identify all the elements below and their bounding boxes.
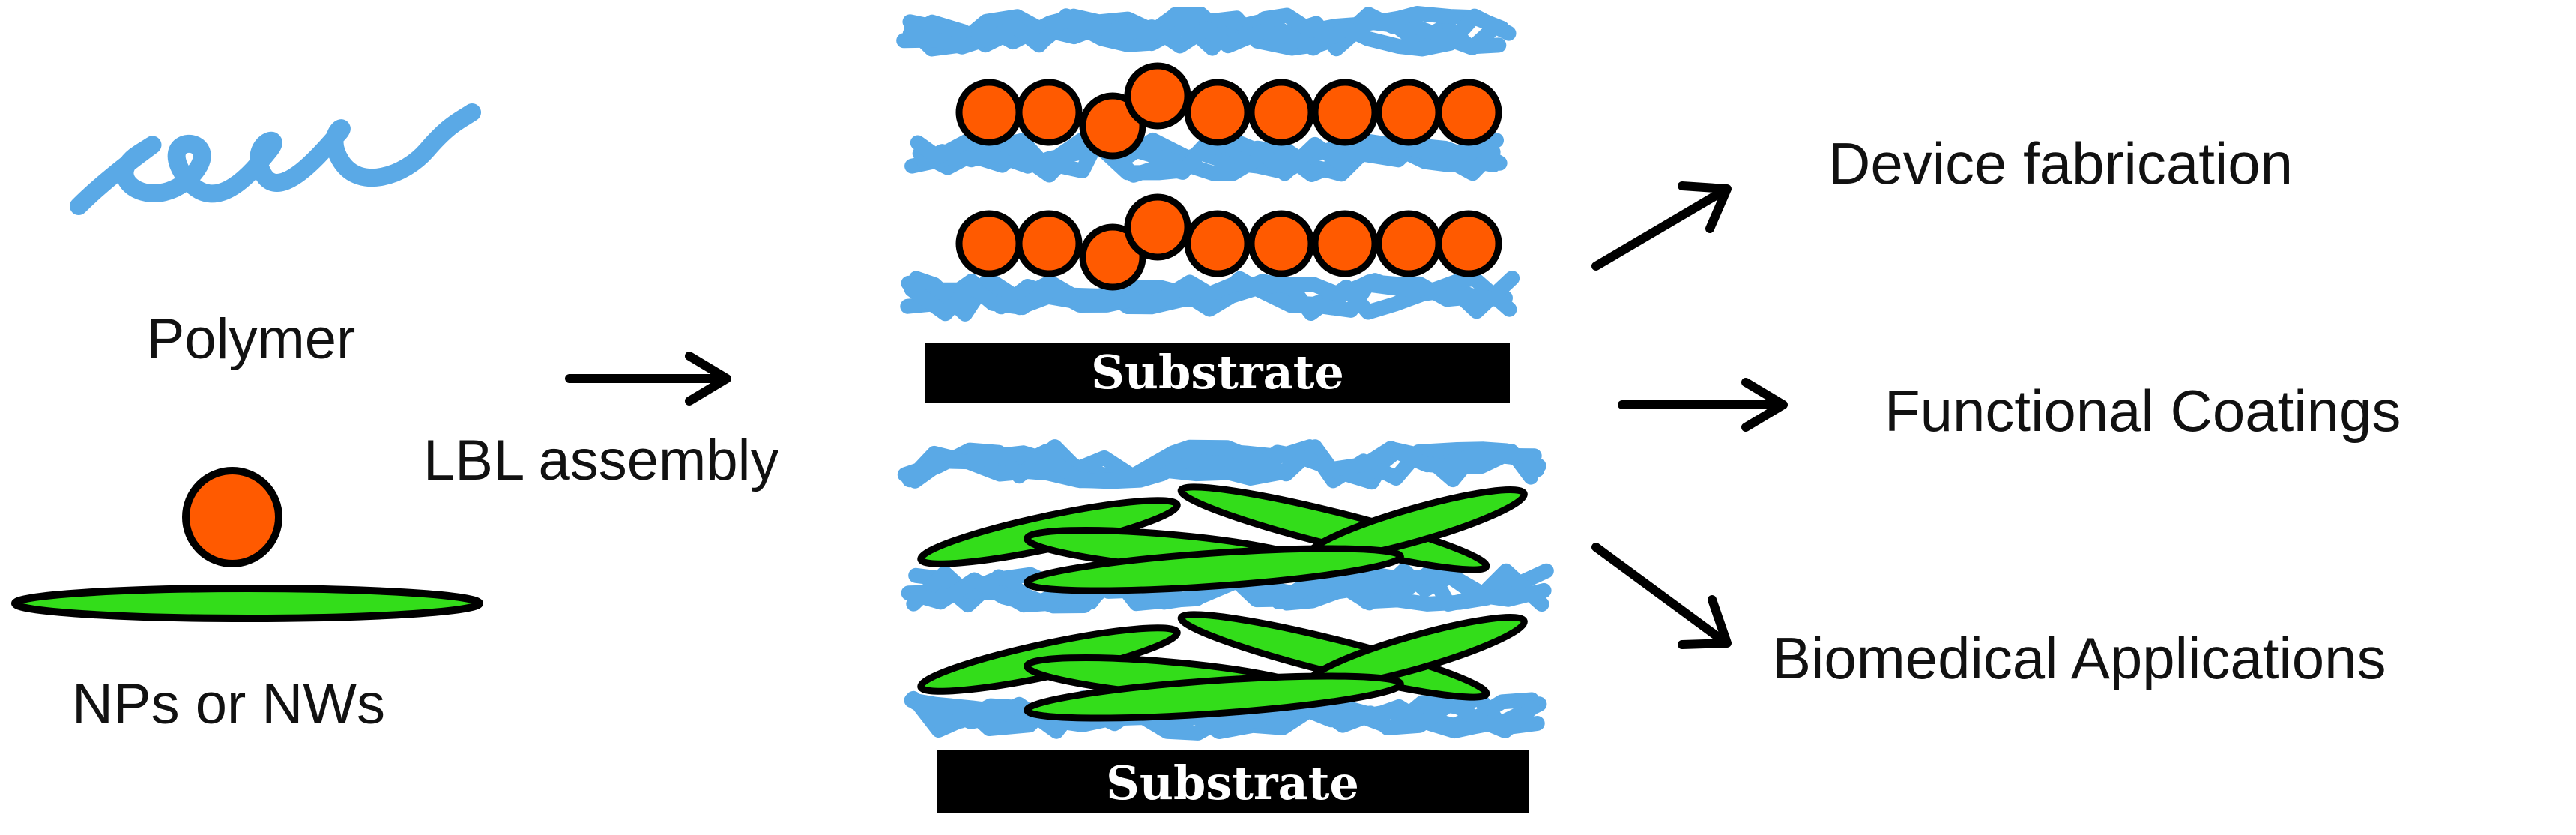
substrate-bottom [937, 750, 1529, 813]
arrow-up-right-icon [1591, 181, 1732, 271]
nanoparticle [955, 210, 1023, 277]
nanowire-layer-2 [917, 611, 1528, 722]
nanoparticle [1184, 79, 1251, 146]
polymer-layer-3 [904, 274, 1508, 322]
nanoparticle [1375, 210, 1442, 277]
nanoparticle [1248, 79, 1315, 146]
polymer-layer-2 [910, 132, 1501, 183]
polymer-layer-6 [905, 690, 1540, 741]
nanowire [1024, 545, 1404, 594]
nanoparticle [1015, 210, 1083, 277]
substrate-bottom-label: Substrate [1106, 756, 1359, 810]
nanoparticle [1311, 79, 1379, 146]
nanoparticle [1375, 79, 1442, 146]
substrate-top [925, 343, 1510, 403]
outcome-device-fabrication: Device fabrication [1828, 130, 2293, 196]
outcomes: Device fabrication Functional Coatings B… [1772, 130, 2401, 691]
nanoparticle [1124, 62, 1191, 130]
polymer-label: Polymer [147, 307, 356, 371]
legend: Polymer NPs or NWs [11, 103, 483, 736]
nanoparticle [1311, 210, 1379, 277]
nanoparticle [1435, 210, 1502, 277]
polymer-squiggle-icon [70, 103, 481, 215]
outcome-functional-coatings: Functional Coatings [1884, 378, 2401, 444]
nanowire [1024, 672, 1404, 722]
nanoparticle [1015, 79, 1083, 146]
process-label: LBL assembly [423, 429, 779, 492]
process-step: LBL assembly [423, 352, 779, 492]
polymer-layers-top [896, 6, 1520, 322]
nanoparticle [1184, 210, 1251, 277]
nanoparticle [1079, 223, 1146, 291]
nanowire-icon [11, 585, 483, 622]
nanoparticle-row-2 [955, 193, 1502, 291]
nanoparticle-row-1 [955, 62, 1502, 160]
nanoparticle [1124, 193, 1191, 261]
nanoparticle-multilayer: Substrate [896, 6, 1520, 403]
outcome-arrows [1591, 181, 1788, 649]
nanowire-multilayer: Substrate [897, 439, 1554, 813]
polymer-layer-4 [897, 439, 1542, 489]
nanoparticle [955, 79, 1023, 146]
nanoparticle [1435, 79, 1502, 146]
substrate-top-label: Substrate [1091, 345, 1344, 400]
nanoparticle-icon [182, 467, 282, 567]
nanowire-layer-1 [917, 483, 1528, 594]
particles-label: NPs or NWs [72, 672, 385, 736]
outcome-biomedical-applications: Biomedical Applications [1772, 625, 2386, 691]
arrow-down-right-icon [1591, 543, 1732, 649]
nanoparticle [1079, 92, 1146, 160]
arrow-right-icon [565, 352, 731, 406]
nanoparticle [1248, 210, 1315, 277]
polymer-layer-1 [896, 8, 1517, 57]
arrow-right-icon [1618, 378, 1788, 432]
